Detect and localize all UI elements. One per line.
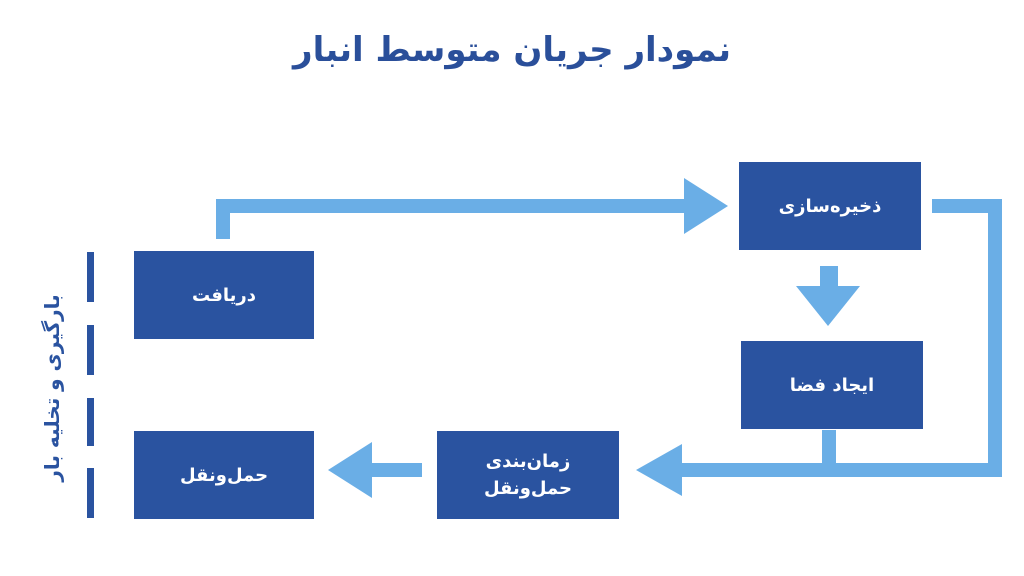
box-transport-scheduling: زمان‌بندی حمل‌ونقل [437, 431, 619, 519]
arrow-scheduling-to-transport [328, 442, 422, 498]
box-storage: ذخیره‌سازی [739, 162, 921, 250]
loading-unloading-label: بارگیری و تخلیه بار [32, 238, 72, 538]
diagram-title: نمودار جریان متوسط انبار [293, 30, 731, 70]
arrow-storage-to-space [796, 266, 860, 326]
loading-bracket [87, 252, 94, 518]
box-transport: حمل‌ونقل [134, 431, 314, 519]
box-receive: دریافت [134, 251, 314, 339]
loading-unloading-text: بارگیری و تخلیه بار [40, 294, 64, 482]
arrow-storage-loop-to-scheduling [636, 199, 1002, 496]
arrow-receive-to-storage [216, 178, 728, 239]
box-create-space: ایجاد فضا [741, 341, 923, 429]
connector-space-to-loop [822, 430, 836, 470]
